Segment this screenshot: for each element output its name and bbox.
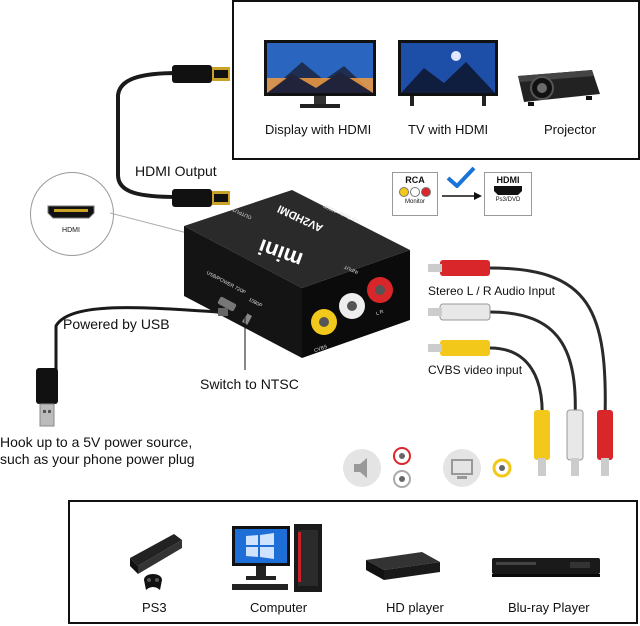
speaker-icon bbox=[342, 448, 382, 488]
hdmi-output-label: HDMI Output bbox=[135, 163, 217, 179]
rca-title: RCA bbox=[405, 175, 425, 185]
bluray-player-icon bbox=[490, 554, 602, 580]
power-note-line2: such as your phone power plug bbox=[0, 451, 195, 467]
usb-cable bbox=[54, 306, 228, 386]
power-note-line1: Hook up to a 5V power source, bbox=[0, 434, 193, 450]
projector-icon bbox=[514, 64, 604, 108]
tv-label: TV with HDMI bbox=[408, 122, 489, 137]
ntsc-callout-line bbox=[243, 312, 247, 370]
audio-jacks-icon bbox=[392, 445, 412, 491]
converter-device bbox=[184, 190, 410, 358]
hd-player-icon bbox=[362, 548, 442, 584]
rca-dots-icon bbox=[399, 187, 431, 197]
hdmi-cable bbox=[116, 71, 179, 199]
ps3-icon bbox=[120, 528, 190, 598]
bluray-player-label: Blu-ray Player bbox=[508, 600, 590, 615]
hdmi-shape-icon bbox=[494, 186, 522, 195]
hdmi-badge-title: HDMI bbox=[496, 175, 520, 185]
cvbs-video-label: CVBS video input bbox=[428, 363, 523, 377]
arrow-icon bbox=[442, 190, 482, 202]
hd-player-label: HD player bbox=[386, 600, 444, 615]
hdmi-badge-sub: Ps3/DVD bbox=[495, 197, 521, 203]
display-label: Display with HDMI bbox=[265, 122, 372, 137]
rca-badge: RCA Monitor bbox=[392, 172, 438, 216]
video-jack-icon bbox=[492, 458, 512, 478]
hdmi-badge: HDMI Ps3/DVD bbox=[484, 172, 532, 216]
tv-icon bbox=[396, 38, 500, 108]
ps3-label: PS3 bbox=[142, 600, 167, 615]
video-monitor-icon bbox=[442, 448, 482, 488]
stereo-audio-label: Stereo L / R Audio Input bbox=[428, 284, 555, 298]
rca-cables bbox=[428, 260, 613, 476]
hdmi-plug-top bbox=[172, 63, 232, 85]
hdmi-port-icon bbox=[46, 204, 96, 220]
switch-ntsc-label: Switch to NTSC bbox=[200, 376, 299, 392]
computer-icon bbox=[228, 520, 328, 596]
computer-label: Computer bbox=[250, 600, 308, 615]
checkmark-icon bbox=[446, 166, 476, 188]
powered-by-usb-label: Powered by USB bbox=[63, 316, 170, 332]
rca-sub: Monitor bbox=[404, 199, 425, 205]
monitor-icon bbox=[262, 38, 378, 110]
hdmi-port-label: HDMI bbox=[62, 227, 80, 234]
projector-label: Projector bbox=[544, 122, 597, 137]
hdmi-plug-bottom bbox=[172, 187, 232, 209]
usb-plug-icon bbox=[32, 368, 62, 430]
